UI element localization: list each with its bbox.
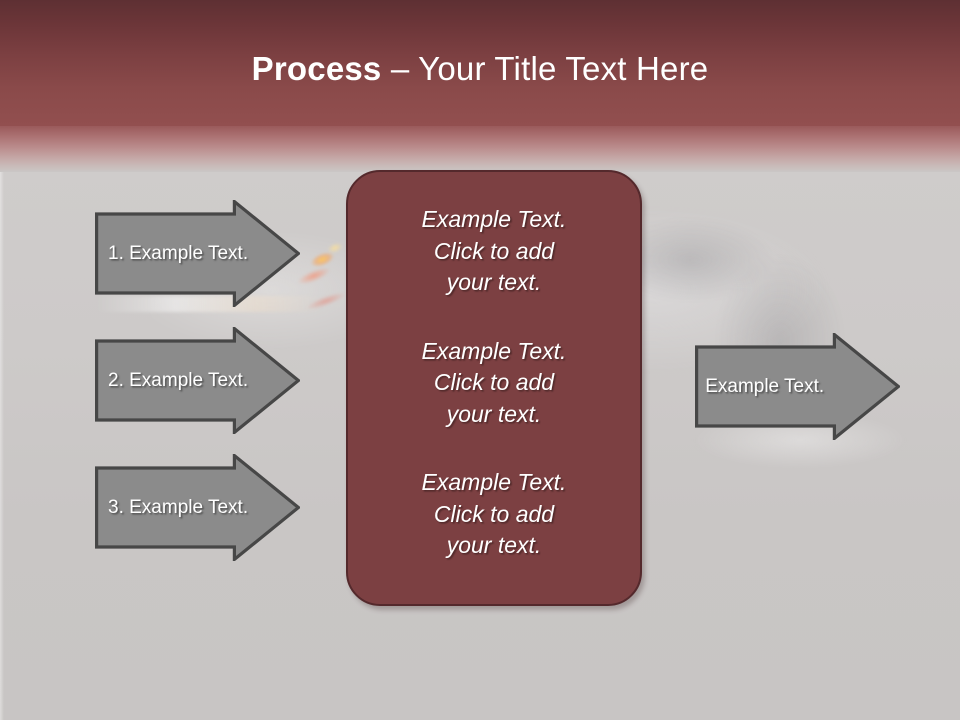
title-banner-fade [0, 126, 960, 172]
page-title-rest: – Your Title Text Here [381, 50, 709, 87]
process-arrow-2[interactable]: 2. Example Text. [95, 327, 300, 434]
center-box-text-3: Example Text. Click to add your text. [421, 469, 567, 558]
arrow-outline-icon [95, 200, 300, 307]
process-arrow-3-label: 3. Example Text. [108, 496, 249, 518]
arrow-outline-icon [95, 327, 300, 434]
process-output-arrow-label: Example Text. [705, 375, 825, 397]
arrow-outline-icon [95, 454, 300, 561]
page-title: Process – Your Title Text Here [0, 49, 960, 89]
process-arrow-2-label: 2. Example Text. [108, 369, 249, 391]
center-box-text-2: Example Text. Click to add your text. [421, 337, 567, 427]
title-banner [0, 0, 960, 126]
process-center-box[interactable]: Example Text. Click to add your text. Ex… [346, 170, 642, 606]
process-arrow-1-label: 1. Example Text. [108, 242, 249, 264]
process-arrow-1[interactable]: 1. Example Text. [95, 200, 300, 307]
slide-left-edge-highlight [0, 0, 4, 720]
arrow-outline-icon [695, 333, 900, 440]
page-title-strong: Process [251, 50, 382, 87]
process-arrow-3[interactable]: 3. Example Text. [95, 454, 300, 561]
center-box-text-1: Example Text. Click to add your text. [421, 206, 567, 295]
background-light-streak [95, 296, 325, 312]
process-output-arrow[interactable]: Example Text. [695, 333, 900, 440]
